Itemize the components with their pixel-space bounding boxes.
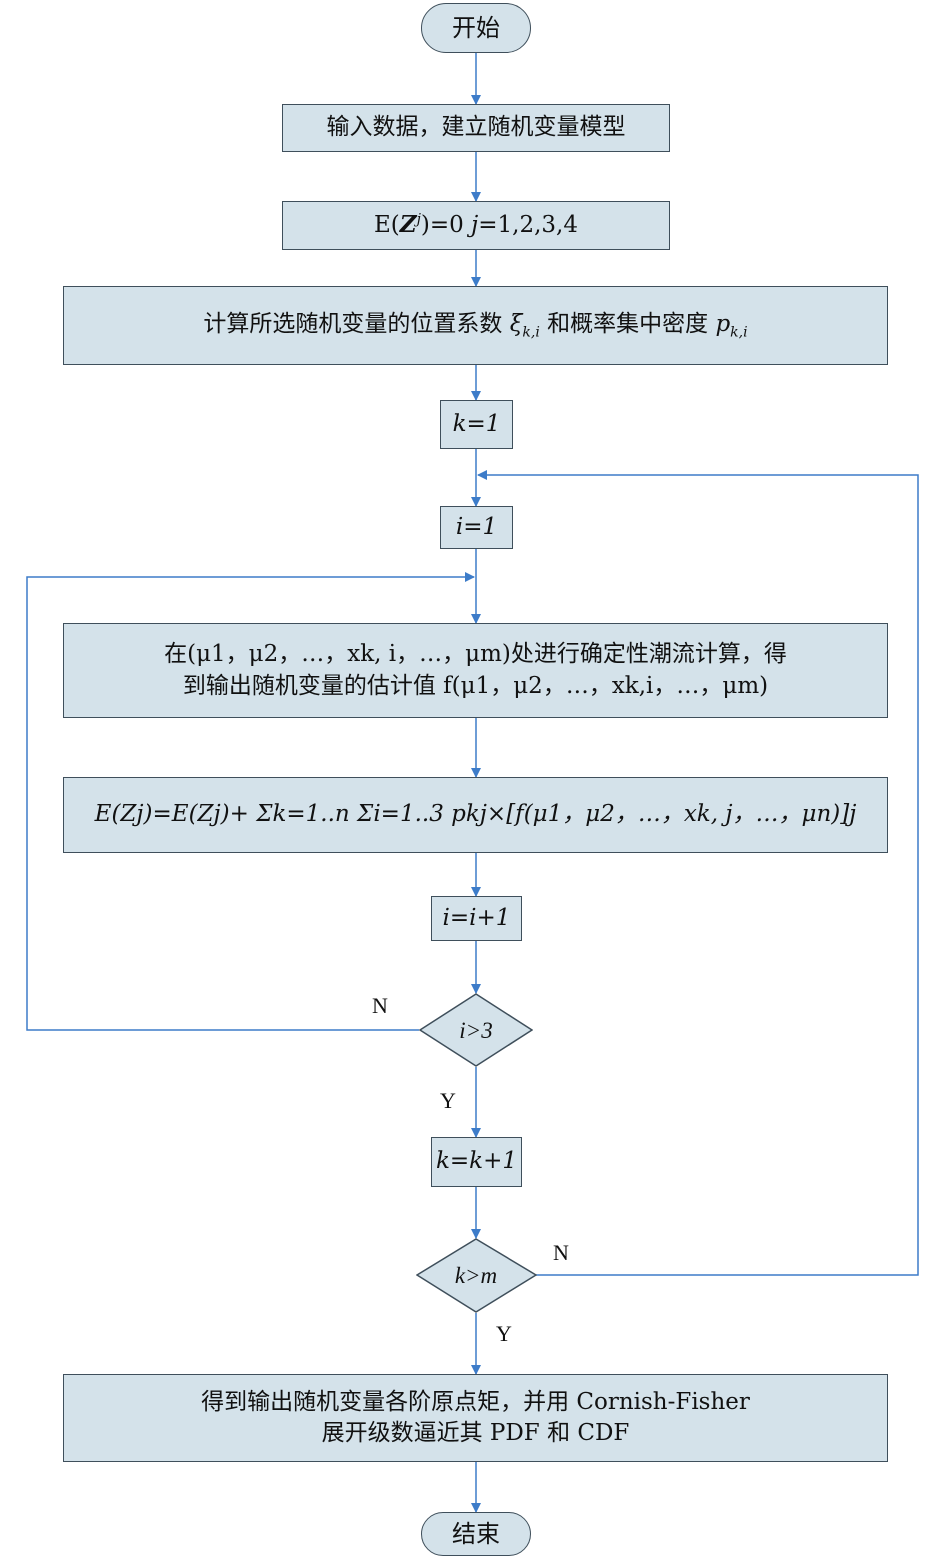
i-increment-step: i=i+1 (431, 896, 522, 941)
power-flow-label: 在(μ1，μ2，…，xk, i，…，μm)处进行确定性潮流计算，得 到输出随机变… (164, 639, 787, 701)
k-check-label: k>m (455, 1263, 497, 1288)
k-check-yes-label: Y (496, 1321, 512, 1346)
i-check-no-label: N (372, 993, 388, 1018)
moment-accumulate-step: E(Zj)=E(Zj)+ Σk=1..n Σi=1..3 pkj×[f(μ1，μ… (63, 777, 888, 853)
power-flow-line-1: 在(μ1，μ2，…，xk, i，…，μm)处进行确定性潮流计算，得 (164, 641, 787, 668)
result-line-2: 展开级数逼近其 PDF 和 CDF (321, 1420, 630, 1446)
power-flow-step: 在(μ1，μ2，…，xk, i，…，μm)处进行确定性潮流计算，得 到输出随机变… (63, 623, 888, 718)
location-coefficient-step: 计算所选随机变量的位置系数 ξk,i 和概率集中密度 pk,i (63, 286, 888, 365)
moment-init-step: E(Zj)=0 j=1,2,3,4 (282, 201, 670, 250)
result-step: 得到输出随机变量各阶原点矩，并用 Cornish-Fisher 展开级数逼近其 … (63, 1374, 888, 1462)
i-init-label: i=1 (455, 513, 498, 540)
end-terminal: 结束 (421, 1512, 531, 1556)
loop-k-no (477, 470, 919, 1276)
i-check-decision: i>3 (419, 993, 533, 1067)
i-check-yes-label: Y (440, 1088, 456, 1113)
result-line-1: 得到输出随机变量各阶原点矩，并用 Cornish-Fisher (201, 1388, 750, 1415)
i-init-step: i=1 (440, 506, 513, 549)
i-increment-label: i=i+1 (442, 904, 511, 931)
location-coefficient-label: 计算所选随机变量的位置系数 ξk,i 和概率集中密度 pk,i (203, 310, 748, 341)
result-label: 得到输出随机变量各阶原点矩，并用 Cornish-Fisher 展开级数逼近其 … (201, 1387, 750, 1449)
i-check-label: i>3 (459, 1018, 492, 1043)
input-data-label: 输入数据，建立随机变量模型 (326, 114, 626, 141)
k-check-no-label: N (553, 1240, 569, 1265)
input-data-step: 输入数据，建立随机变量模型 (282, 104, 670, 152)
power-flow-line-2: 到输出随机变量的估计值 f(μ1，μ2，…，xk,i，…，μm) (182, 672, 769, 699)
moment-init-label: E(Zj)=0 j=1,2,3,4 (374, 211, 578, 239)
end-label: 结束 (452, 1519, 500, 1548)
k-increment-label: k=k+1 (435, 1148, 518, 1175)
k-init-step: k=1 (440, 400, 513, 449)
start-label: 开始 (452, 13, 500, 42)
loop-i-no (26, 572, 475, 1031)
k-check-decision: k>m (416, 1238, 537, 1313)
k-init-label: k=1 (452, 410, 501, 437)
k-increment-step: k=k+1 (431, 1137, 522, 1187)
moment-accumulate-label: E(Zj)=E(Zj)+ Σk=1..n Σi=1..3 pkj×[f(μ1，μ… (94, 801, 857, 828)
start-terminal: 开始 (421, 3, 531, 53)
